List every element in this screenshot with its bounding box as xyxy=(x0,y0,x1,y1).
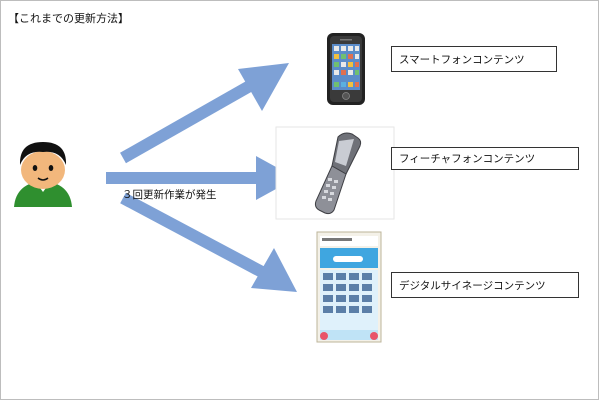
arrow-to-smartphone xyxy=(120,63,289,164)
smartphone-content-label: スマートフォンコンテンツ xyxy=(391,46,557,72)
feature-phone-content-label: フィーチャフォンコンテンツ xyxy=(391,147,579,170)
update-count-note: ３回更新作業が発生 xyxy=(122,189,217,201)
arrow-to-signage xyxy=(120,192,297,292)
smartphone-icon xyxy=(327,33,365,105)
flip-phone-icon xyxy=(314,132,362,215)
user-icon xyxy=(14,142,72,207)
diagram-title: 【これまでの更新方法】 xyxy=(8,12,129,25)
signage-display-icon xyxy=(316,231,382,343)
digital-signage-content-label: デジタルサイネージコンテンツ xyxy=(391,272,579,298)
